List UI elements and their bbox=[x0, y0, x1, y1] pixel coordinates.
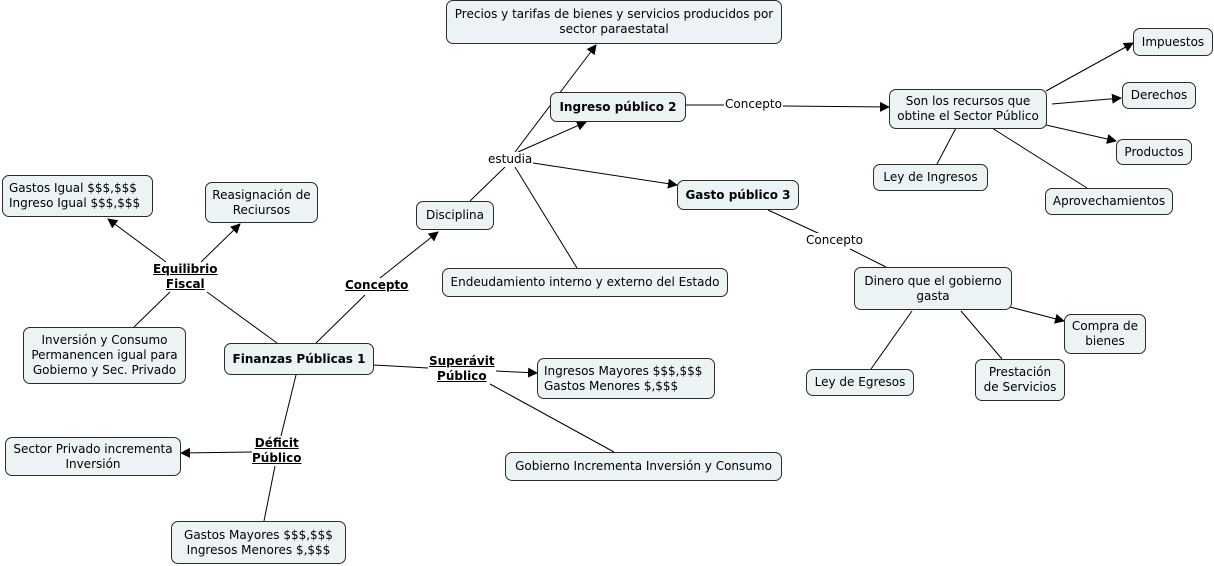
link-label-concepto-ingreso: Concepto bbox=[724, 97, 783, 112]
link-equilibrio-inversion bbox=[133, 291, 171, 328]
link-finanzas-deficit bbox=[280, 374, 297, 437]
node-ingresos-mayores[interactable]: Ingresos Mayores $$$,$$$ Gastos Menores … bbox=[537, 358, 715, 399]
link-dinero-compra bbox=[1009, 306, 1065, 324]
node-gastos-mayores[interactable]: Gastos Mayores $$$,$$$ Ingresos Menores … bbox=[171, 521, 346, 564]
node-disciplina[interactable]: Disciplina bbox=[416, 201, 494, 230]
link-estudia-gasto bbox=[532, 162, 678, 189]
node-endeudamiento[interactable]: Endeudamiento interno y externo del Esta… bbox=[442, 268, 728, 297]
node-aprovechamientos[interactable]: Aprovechamientos bbox=[1045, 188, 1173, 215]
link-dinero-leyegresos bbox=[870, 310, 913, 370]
link-concepto-dinero bbox=[849, 248, 887, 268]
link-superavit-gobierno bbox=[489, 383, 615, 453]
node-productos[interactable]: Productos bbox=[1116, 139, 1192, 165]
node-reasignacion-recursos[interactable]: Reasignación de Reciursos bbox=[205, 182, 318, 223]
node-gastos-igual[interactable]: Gastos Igual $$$,$$$ Ingreso Igual $$$,$… bbox=[2, 175, 153, 217]
link-sonrecursos-derechos bbox=[1051, 93, 1122, 105]
link-finanzas-concepto bbox=[315, 294, 366, 344]
node-derechos[interactable]: Derechos bbox=[1122, 82, 1196, 109]
link-dinero-prestacion bbox=[960, 310, 1003, 360]
link-concepto-sonrecursos bbox=[782, 101, 890, 112]
node-gobierno-incrementa[interactable]: Gobierno Incrementa Inversión y Consumo bbox=[505, 452, 782, 481]
link-label-estudia: estudia bbox=[487, 152, 534, 167]
node-inversion-consumo[interactable]: Inversión y Consumo Permanencen igual pa… bbox=[23, 327, 186, 384]
link-disciplina-estudia bbox=[469, 166, 506, 202]
link-sonrecursos-impuestos bbox=[1045, 42, 1134, 92]
node-precios-tarifas[interactable]: Precios y tarifas de bienes y servicios … bbox=[446, 0, 782, 44]
link-label-equilibrio-fiscal: Equilibrio Fiscal bbox=[153, 262, 218, 291]
node-ingreso-publico[interactable]: Ingreso público 2 bbox=[550, 92, 686, 122]
link-sonrecursos-leyingresos bbox=[936, 127, 957, 165]
node-ley-de-egresos[interactable]: Ley de Egresos bbox=[806, 369, 914, 396]
link-label-concepto-gasto: Concepto bbox=[805, 233, 864, 248]
node-finanzas-publicas[interactable]: Finanzas Públicas 1 bbox=[224, 343, 374, 375]
link-equilibrio-reasignacion bbox=[200, 223, 241, 263]
link-deficit-sectorprivado bbox=[180, 447, 253, 458]
link-finanzas-equilibrio bbox=[206, 291, 278, 344]
node-prestacion-servicios[interactable]: Prestación de Servicios bbox=[975, 359, 1065, 401]
link-estudia-endeudamiento bbox=[514, 166, 578, 269]
node-impuestos[interactable]: Impuestos bbox=[1133, 28, 1213, 56]
link-concepto-disciplina bbox=[379, 231, 439, 279]
link-finanzas-superavit bbox=[372, 364, 429, 369]
link-sonrecursos-productos bbox=[1045, 124, 1117, 144]
link-deficit-gastosmayores bbox=[263, 465, 276, 522]
link-equilibrio-gastosigual bbox=[107, 218, 167, 263]
node-dinero-gobierno-gasta[interactable]: Dinero que el gobierno gasta bbox=[854, 267, 1012, 310]
node-compra-de-bienes[interactable]: Compra de bienes bbox=[1064, 314, 1146, 354]
node-son-los-recursos[interactable]: Son los recursos que obtine el Sector Pú… bbox=[889, 89, 1047, 129]
link-sonrecursos-aprovechamientos bbox=[991, 127, 1088, 189]
link-label-concepto: Concepto bbox=[345, 278, 409, 292]
link-superavit-ingresosmayores bbox=[495, 367, 538, 378]
node-gasto-publico[interactable]: Gasto público 3 bbox=[677, 180, 799, 210]
link-estudia-ingreso bbox=[517, 121, 587, 153]
link-label-deficit-publico: Déficit Público bbox=[252, 436, 302, 465]
node-ley-de-ingresos[interactable]: Ley de Ingresos bbox=[873, 164, 988, 191]
link-label-superavit-publico: Superávit Público bbox=[429, 354, 495, 383]
link-gasto-concepto bbox=[767, 209, 821, 235]
node-sector-privado[interactable]: Sector Privado incrementa Inversión bbox=[5, 437, 181, 476]
